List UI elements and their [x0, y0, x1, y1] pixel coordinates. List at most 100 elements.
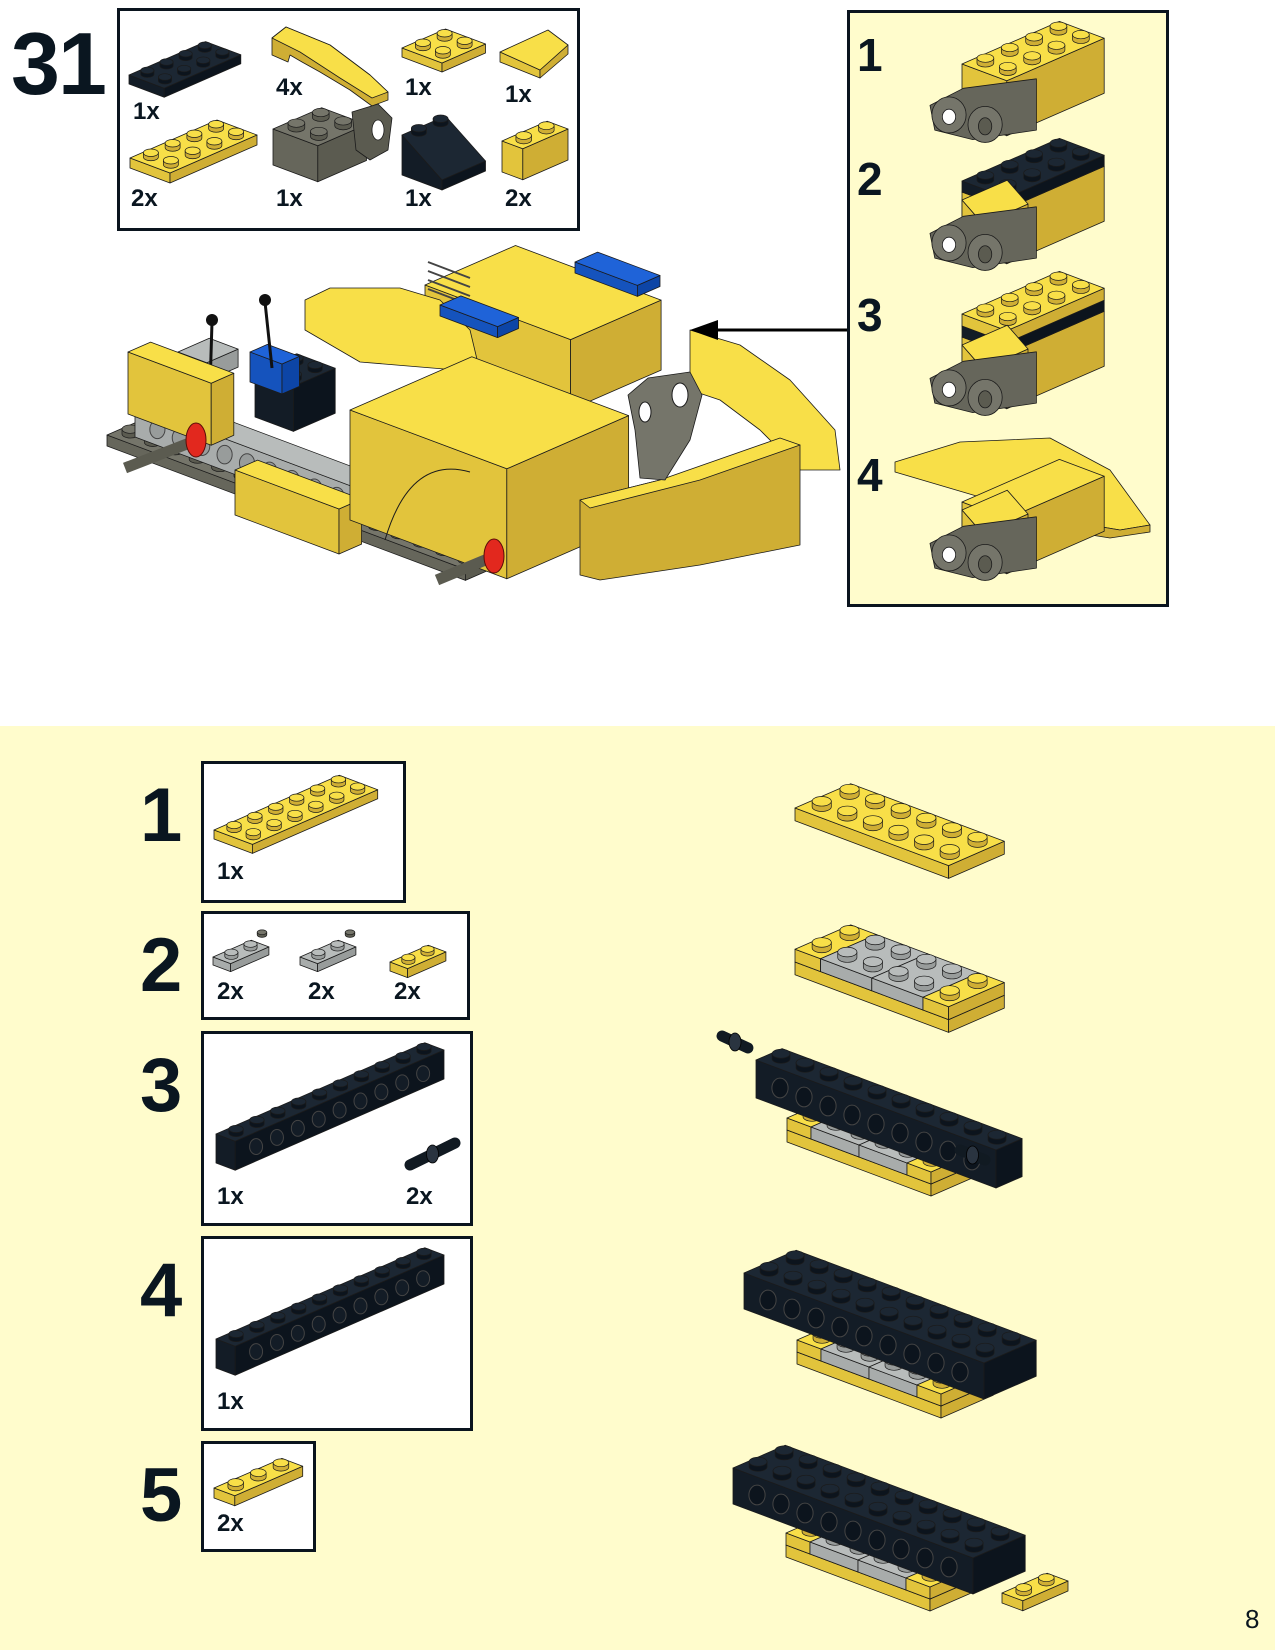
lever-stick [208, 321, 214, 389]
callout-substep-number: 1 [857, 29, 883, 81]
end-face [177, 351, 208, 382]
stud [412, 537, 431, 548]
top-face [106, 413, 515, 570]
stud-top [233, 466, 252, 476]
dashboard [177, 337, 239, 382]
stud [233, 470, 252, 481]
lever-knob [206, 314, 218, 326]
part-qty: 1x [405, 185, 432, 212]
grille-line [427, 279, 471, 297]
wheel-arch [384, 468, 471, 541]
pin-hole [638, 401, 652, 423]
stud-top [278, 483, 296, 493]
stud-top [325, 481, 343, 491]
substep-number: 2 [140, 923, 183, 1008]
grille-line [427, 297, 471, 315]
stud-top [235, 447, 254, 457]
stud-top [166, 441, 184, 451]
stud [288, 357, 304, 366]
stud-top [280, 464, 298, 474]
stud-top [121, 424, 140, 434]
top-face [127, 341, 235, 384]
lift-arm-body [627, 371, 703, 481]
stud-top [288, 353, 304, 362]
stud [302, 476, 321, 487]
stud [307, 364, 323, 374]
stud-top [168, 422, 186, 432]
front-bumper [579, 437, 801, 581]
red-bushing [483, 538, 505, 574]
stud-top [213, 439, 231, 449]
part-qty: 2x [131, 185, 158, 212]
stud-top [286, 370, 302, 379]
stud-top [257, 455, 276, 466]
left-yellow-panel [127, 341, 235, 446]
technic-hole [350, 495, 368, 515]
top-face [249, 343, 300, 365]
stud [213, 443, 231, 453]
blue-seat-back [249, 343, 300, 395]
hood-top [304, 287, 481, 373]
stud-top [144, 432, 162, 443]
stud [459, 535, 478, 546]
axle-with-bushing [123, 422, 207, 474]
stud [457, 554, 476, 565]
stud [300, 495, 319, 506]
stud-top [414, 514, 433, 524]
lower-yellow-side [234, 459, 363, 555]
technic-hole [261, 461, 278, 482]
stud-top [190, 430, 209, 440]
side-face [338, 498, 363, 555]
stud [168, 426, 186, 437]
rear-top-block [424, 245, 662, 411]
part-qty: 2x [217, 1510, 244, 1537]
end-face [254, 371, 294, 432]
control-levers [206, 294, 274, 389]
substep-number: 1 [140, 773, 183, 858]
end-face [127, 351, 212, 446]
part-qty: 1x [505, 81, 532, 108]
stud [188, 453, 207, 464]
callout-substep-number: 2 [857, 153, 883, 205]
dark-gray-lift-arm [627, 371, 703, 481]
stud-top [390, 525, 408, 535]
stud [121, 428, 140, 439]
side-face [281, 355, 300, 395]
substep-number: 4 [140, 1248, 183, 1333]
dark-gray-base-plate [106, 413, 515, 581]
vent-grille [427, 261, 471, 324]
side-face [464, 547, 515, 581]
arrow-head [690, 320, 718, 340]
stud-top [256, 474, 274, 485]
part-qty: 1x [405, 74, 432, 101]
axle [123, 436, 194, 474]
callout-box [847, 10, 1169, 607]
callout-substep-number: 4 [857, 449, 883, 501]
stud [280, 468, 298, 479]
technic-hole [328, 486, 345, 507]
stud [235, 451, 254, 462]
part-qty: 2x [406, 1183, 433, 1210]
part-qty: 2x [505, 185, 532, 212]
page-number: 8 [1245, 1604, 1260, 1634]
top-face [424, 245, 662, 341]
side-face [292, 367, 336, 432]
stud-top [300, 491, 319, 501]
stud-top [369, 497, 388, 508]
stud [347, 493, 366, 504]
callout-substep-number: 3 [857, 289, 883, 341]
black-seat-block [254, 353, 336, 432]
technic-hole [216, 444, 233, 465]
technic-hole [373, 503, 390, 524]
top-face [439, 295, 519, 328]
part-qty: 2x [394, 978, 421, 1005]
part-qty: 1x [217, 858, 244, 885]
axle [434, 552, 493, 586]
side-face [206, 348, 239, 382]
technic-hole [194, 436, 211, 456]
technic-hole [306, 478, 323, 498]
part-qty: 1x [217, 1388, 244, 1415]
technic-hole [149, 419, 166, 440]
stud-top [457, 550, 476, 560]
end-face [249, 351, 283, 395]
